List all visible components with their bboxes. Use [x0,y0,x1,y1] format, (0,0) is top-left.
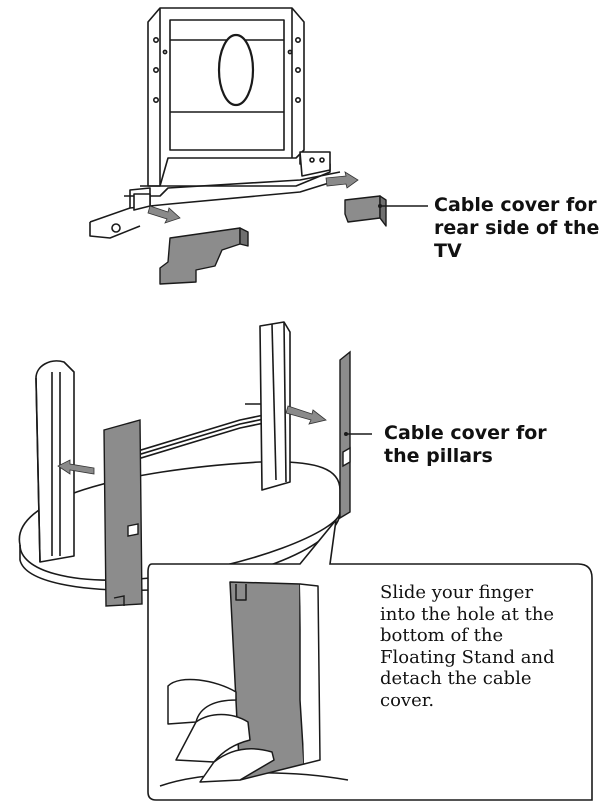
inset-line-1: Slide your finger [380,582,534,603]
callout-rear-line-2: rear side of the [434,217,600,239]
inset-instruction-text: Slide your finger into the hole at the b… [380,582,590,711]
callout-rear-line-3: TV [434,240,462,262]
pillar-arrow-icons [57,405,327,475]
callout-rear-cable-cover: Cable cover for rear side of the TV [434,194,599,263]
floating-stand-diagram [18,321,341,592]
inset-line-5: detach the cable [380,668,532,689]
left-pillar-cable-cover [103,419,143,607]
removal-arrow-icons [147,171,359,224]
inset-line-6: cover. [380,689,435,711]
inset-line-3: bottom of the [380,625,504,646]
rear-cable-covers [159,195,387,285]
inset-hand-pillar [159,581,349,787]
inset-line-2: into the hole at the [380,603,555,625]
inset-line-4: Floating Stand and [380,646,555,668]
callout-pillar-cable-cover: Cable cover for the pillars [384,422,547,468]
tv-back-panel [147,7,305,187]
callout-pillars-line-1: Cable cover for [384,422,547,444]
tv-base-frame [89,151,346,239]
callout-pillars-line-2: the pillars [384,445,493,467]
callout-rear-line-1: Cable cover for [434,194,597,216]
